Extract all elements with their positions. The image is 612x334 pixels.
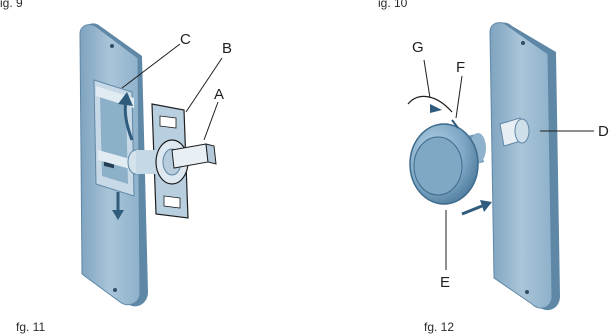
caption-fig-11: fg. 11 (16, 320, 46, 334)
leader-G (423, 59, 431, 99)
label-E: E (440, 274, 451, 291)
leader-C (121, 43, 181, 89)
spindle-bar-end (205, 143, 217, 165)
left-figure (79, 23, 223, 307)
label-D: D (598, 123, 609, 140)
door-knob-face (413, 136, 463, 196)
right-escutcheon-plate (489, 22, 553, 309)
push-arrow-head (480, 200, 492, 212)
leader-B (185, 57, 223, 113)
push-arrow-shaft (461, 204, 483, 216)
rotation-arrow-head (118, 92, 133, 106)
motion-curve (407, 95, 453, 113)
down-arrow-head (112, 210, 124, 220)
housing-slat-bottom (98, 150, 134, 170)
marker-F (451, 119, 459, 129)
screw-top-right (521, 41, 525, 45)
label-G: G (412, 39, 424, 56)
rose-plate-notch-top (159, 115, 177, 129)
label-A: A (214, 86, 225, 103)
label-C: C (180, 31, 191, 48)
motion-arrow-small (430, 104, 442, 113)
rose-plate-notch-bottom (163, 195, 181, 209)
label-F: F (456, 59, 466, 76)
right-figure (407, 22, 594, 311)
caption-fig-12: fg. 12 (424, 320, 455, 334)
screw-top-left (110, 44, 114, 48)
leader-A (203, 101, 219, 141)
screw-bottom-left (113, 288, 117, 292)
leader-F (455, 75, 463, 119)
lock-housing-inner (100, 96, 128, 184)
right-spindle-collar (514, 118, 530, 144)
caption-fig-9: ig. 9 (0, 0, 23, 10)
screw-bottom-right (525, 290, 529, 294)
label-B: B (222, 40, 233, 57)
caption-fig-10: ig. 10 (378, 0, 408, 10)
